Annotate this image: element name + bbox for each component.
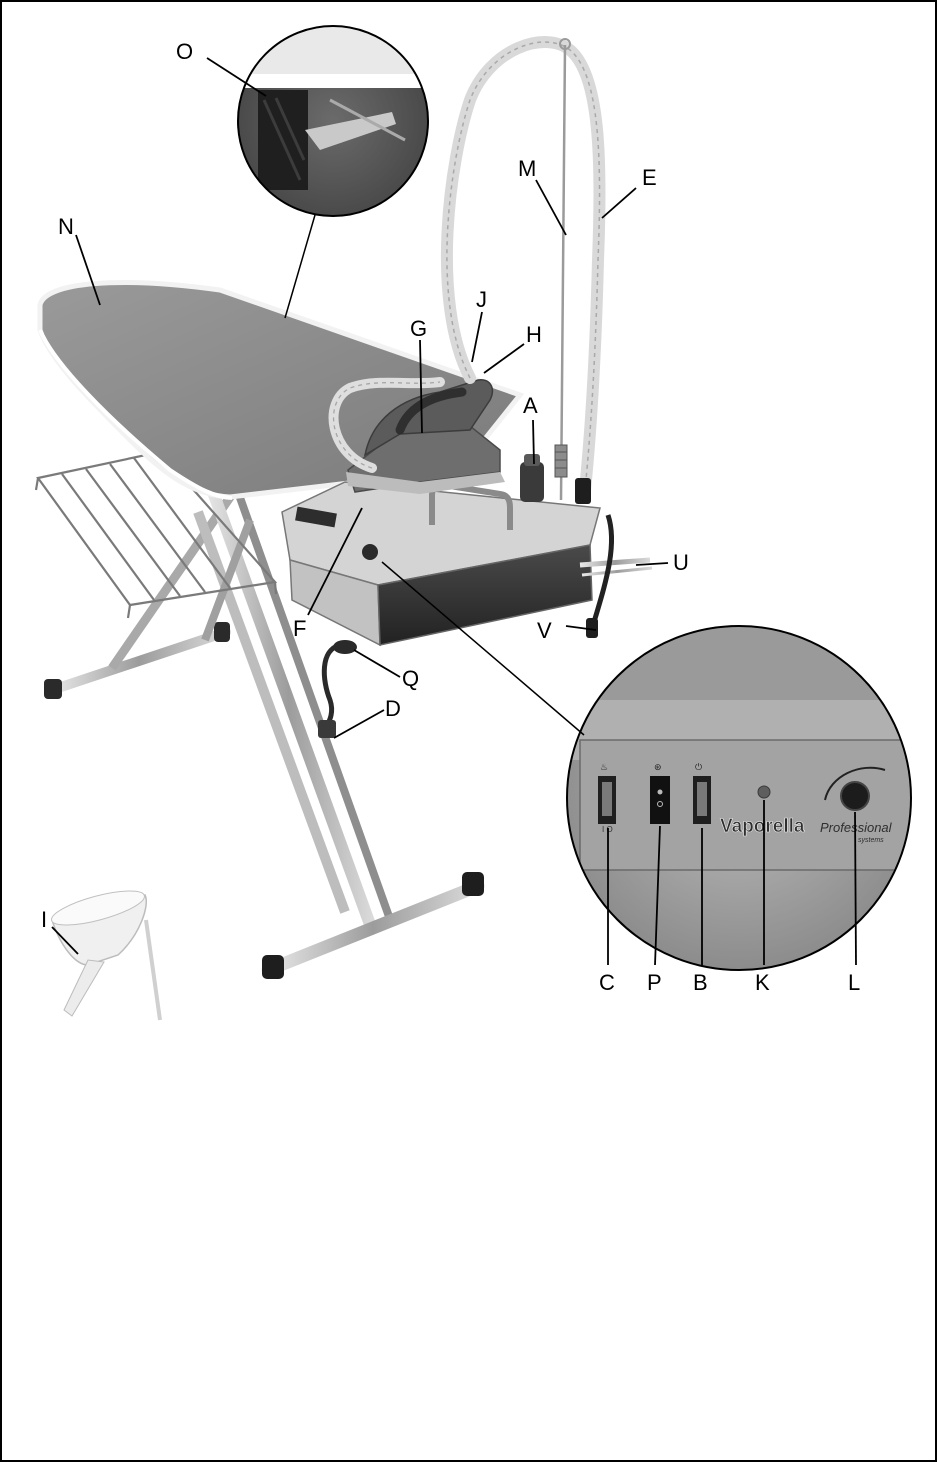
brand-name: Vaporella xyxy=(720,816,805,837)
inset-panel-connector xyxy=(381,561,585,736)
callout-n: N xyxy=(58,214,74,239)
callout-m: M xyxy=(518,156,536,181)
callout-labels: O N M E J H G A F U V Q D I C P B K L xyxy=(41,39,860,995)
callout-l: L xyxy=(848,970,860,995)
steam-generator xyxy=(281,454,653,647)
callout-h: H xyxy=(526,322,542,347)
callout-e: E xyxy=(642,165,657,190)
callout-g: G xyxy=(410,316,427,341)
inset-o-connector xyxy=(284,214,316,319)
garment-rack xyxy=(34,450,278,619)
brand-tagline-sub: systems xyxy=(858,837,884,844)
callout-o: O xyxy=(176,39,193,64)
callout-j: J xyxy=(476,287,487,312)
leader-lines xyxy=(51,57,857,966)
brand-tagline: Professional xyxy=(820,820,893,835)
svg-text:⏻: ⏻ xyxy=(695,762,702,772)
callout-u: U xyxy=(673,550,689,575)
callout-c: C xyxy=(599,970,615,995)
svg-text:⊛: ⊛ xyxy=(654,762,662,772)
inset-latch-detail xyxy=(237,25,429,217)
callout-v: V xyxy=(537,618,552,643)
callout-q: Q xyxy=(402,666,419,691)
callout-a: A xyxy=(523,393,538,418)
callout-k: K xyxy=(755,970,770,995)
ironing-board-illustration xyxy=(34,36,653,979)
callout-p: P xyxy=(647,970,662,995)
callout-b: B xyxy=(693,970,708,995)
callout-d: D xyxy=(385,696,401,721)
callout-i: I xyxy=(41,907,47,932)
hose-support-rod xyxy=(559,44,567,501)
funnel xyxy=(51,890,162,1021)
inset-control-panel: ♨ ⊛ ⏻ I O Vaporella Professional systems xyxy=(566,625,912,971)
svg-text:♨: ♨ xyxy=(600,762,608,772)
callout-f: F xyxy=(293,616,306,641)
